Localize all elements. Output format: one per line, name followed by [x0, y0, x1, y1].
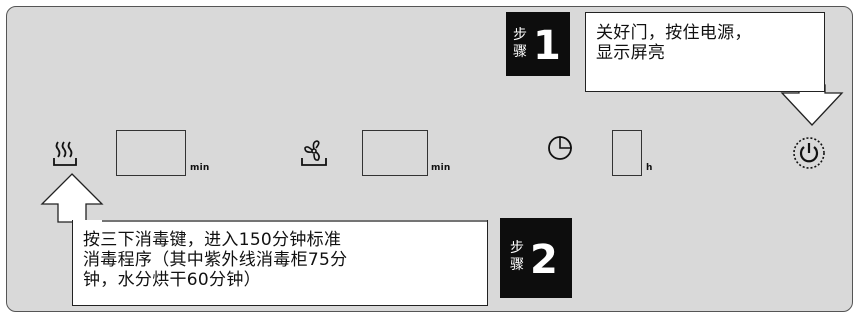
step-2-arrow-up-icon	[40, 173, 104, 223]
fan-dry-icon[interactable]	[300, 138, 328, 168]
step-2-badge: 步 骤 2	[500, 218, 572, 298]
step-1-label-bottom: 骤	[513, 44, 527, 60]
step-2-label-bottom: 骤	[510, 257, 524, 273]
step-2-number: 2	[530, 237, 558, 283]
dry-time-display	[362, 130, 428, 176]
step-1-badge: 步 骤 1	[506, 12, 570, 76]
steam-sterilize-icon[interactable]	[52, 138, 78, 168]
sterilize-time-display	[116, 130, 186, 176]
step-1-text-line-1: 关好门，按住电源，	[596, 23, 752, 43]
step-1-text-line-2: 显示屏亮	[596, 43, 666, 63]
dry-time-unit: min	[431, 163, 451, 173]
step-1-arrow-down-icon	[780, 84, 844, 126]
step-2-text-line-2: 消毒程序（其中紫外线消毒柜75分	[83, 250, 348, 270]
step-2-text-line-1: 按三下消毒键，进入150分钟标准	[83, 230, 342, 250]
step-2-callout-top-border	[102, 220, 488, 222]
step-1-callout: 关好门，按住电源， 显示屏亮	[585, 12, 825, 92]
power-icon[interactable]	[791, 135, 827, 171]
hours-display	[612, 130, 642, 176]
step-1-label-top: 步	[513, 27, 527, 43]
step-1-number: 1	[533, 23, 561, 69]
sterilize-time-unit: min	[190, 163, 210, 173]
step-2-text-line-3: 钟，水分烘干60分钟）	[83, 270, 261, 290]
clock-timer-icon[interactable]	[546, 134, 574, 162]
hours-unit: h	[646, 163, 653, 173]
step-2-callout: 按三下消毒键，进入150分钟标准 消毒程序（其中紫外线消毒柜75分 钟，水分烘干…	[72, 220, 488, 306]
step-2-label-top: 步	[510, 240, 524, 256]
